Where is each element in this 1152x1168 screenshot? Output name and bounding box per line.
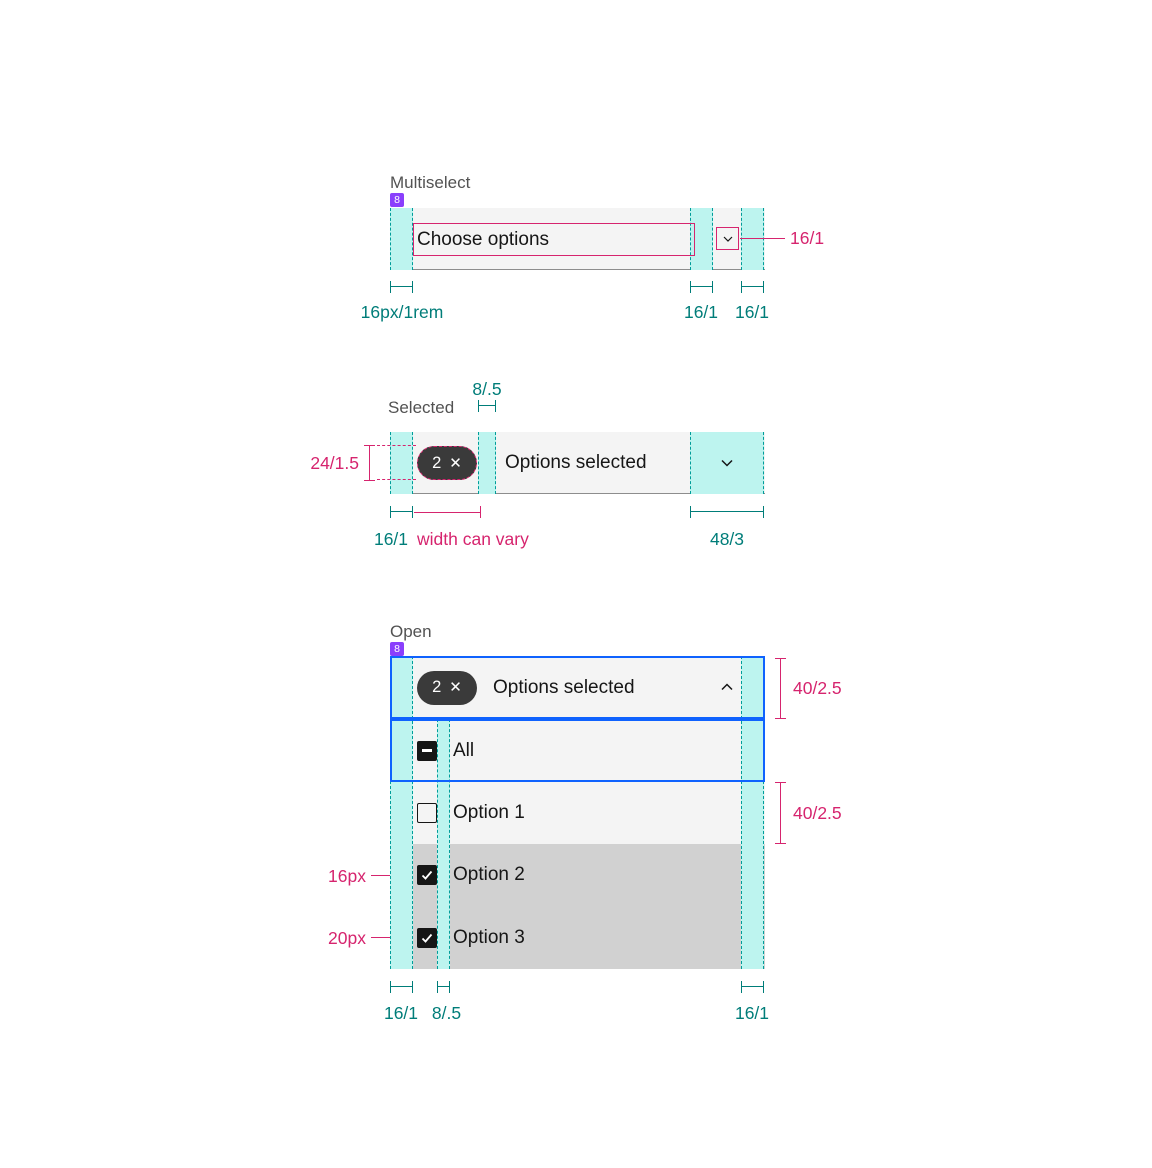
filter-tag[interactable]: 2 ✕	[417, 446, 477, 480]
measure-leader-line	[740, 238, 785, 239]
measure-mark	[741, 281, 764, 293]
spacing-token-badge: 8	[390, 642, 404, 656]
measure-mark	[437, 981, 450, 993]
measure-label: 8/.5	[472, 379, 502, 399]
option-row-3[interactable]: Option 3	[390, 906, 765, 969]
spacing-column	[690, 432, 764, 494]
measure-label: 48/3	[709, 529, 745, 549]
spacing-column	[478, 432, 496, 494]
section-label-multiselect: Multiselect	[390, 173, 471, 192]
close-icon[interactable]: ✕	[449, 454, 462, 472]
measure-mark	[690, 506, 764, 518]
chevron-wrap	[717, 677, 737, 702]
tag-count: 2	[432, 453, 442, 472]
filter-tag[interactable]: 2 ✕	[417, 670, 477, 705]
multiselect-open-dropdown: 2 ✕ Options selected All Option 1 Option…	[390, 656, 765, 969]
checkbox-checked-icon[interactable]	[417, 927, 437, 948]
option-label: All	[453, 739, 475, 761]
chevron-up-icon[interactable]	[717, 677, 737, 697]
annotation-row-height: 40/2.5	[793, 803, 842, 823]
spacing-column	[390, 656, 413, 969]
spacing-column	[741, 656, 764, 969]
spacing-token-badge: 8	[390, 193, 404, 207]
option-row-all[interactable]: All	[390, 719, 765, 782]
chevron-down-icon[interactable]	[717, 453, 737, 473]
annotation-chevron-size: 16/1	[790, 228, 825, 248]
spacing-column	[741, 208, 764, 270]
measure-label: 16/1	[373, 529, 409, 549]
annotation-checkbox-outer: 20px	[328, 928, 366, 948]
measure-mark-vertical	[775, 782, 786, 844]
measure-tick	[480, 506, 481, 518]
measure-mark	[390, 506, 413, 518]
annotation-header-height: 40/2.5	[793, 678, 842, 698]
measure-label: 16px/1rem	[360, 302, 444, 322]
multiselect-field-selected[interactable]: 2 ✕ Options selected	[390, 432, 765, 494]
multiselect-field[interactable]: Choose options	[390, 208, 765, 270]
option-row-1[interactable]: Option 1	[390, 782, 765, 844]
spacing-column	[390, 208, 413, 270]
section-label-open: Open	[390, 622, 432, 641]
measure-label: 16/1	[734, 1003, 770, 1023]
spacing-column	[690, 208, 713, 270]
option-label: Option 1	[453, 802, 525, 823]
annotation-width-varies: width can vary	[417, 529, 529, 549]
spacing-column	[390, 432, 413, 494]
annotation-checkbox-inner: 16px	[328, 866, 366, 886]
dropdown-header[interactable]: 2 ✕ Options selected	[390, 656, 765, 719]
measure-mark	[741, 981, 764, 993]
option-label: Option 2	[453, 864, 525, 885]
checkbox-checked-icon[interactable]	[417, 865, 437, 885]
field-value-text: Options selected	[493, 676, 635, 698]
close-icon[interactable]: ✕	[449, 679, 462, 696]
measure-line-varwidth	[414, 512, 481, 513]
checkbox-unchecked-icon[interactable]	[417, 803, 437, 823]
measure-mark	[390, 281, 413, 293]
section-label-selected: Selected	[388, 398, 455, 417]
option-label: Option 3	[453, 926, 525, 948]
checkbox-indeterminate-icon[interactable]	[417, 740, 437, 761]
tag-count: 2	[432, 678, 442, 696]
measure-dash	[377, 479, 416, 480]
measure-mark	[690, 281, 713, 293]
measure-mark-vertical	[364, 445, 375, 481]
spacing-column	[437, 719, 450, 969]
measure-dash	[377, 445, 416, 446]
chevron-measure-box	[716, 227, 739, 250]
measure-label: 16/1	[383, 1003, 419, 1023]
field-value-text: Options selected	[505, 452, 647, 473]
measure-label: 8/.5	[431, 1003, 462, 1023]
measure-mark	[390, 981, 413, 993]
measure-label: 16/1	[683, 302, 719, 322]
placeholder-text: Choose options	[417, 228, 550, 250]
placeholder-outline: Choose options	[413, 223, 695, 256]
option-row-2[interactable]: Option 2	[390, 844, 765, 906]
chevron-down-icon[interactable]	[720, 231, 736, 247]
measure-label: 16/1	[734, 302, 770, 322]
annotation-tag-height: 24/1.5	[310, 453, 359, 473]
measure-mark	[478, 400, 496, 412]
chevron-wrap	[717, 453, 737, 478]
measure-mark-vertical	[775, 658, 786, 719]
